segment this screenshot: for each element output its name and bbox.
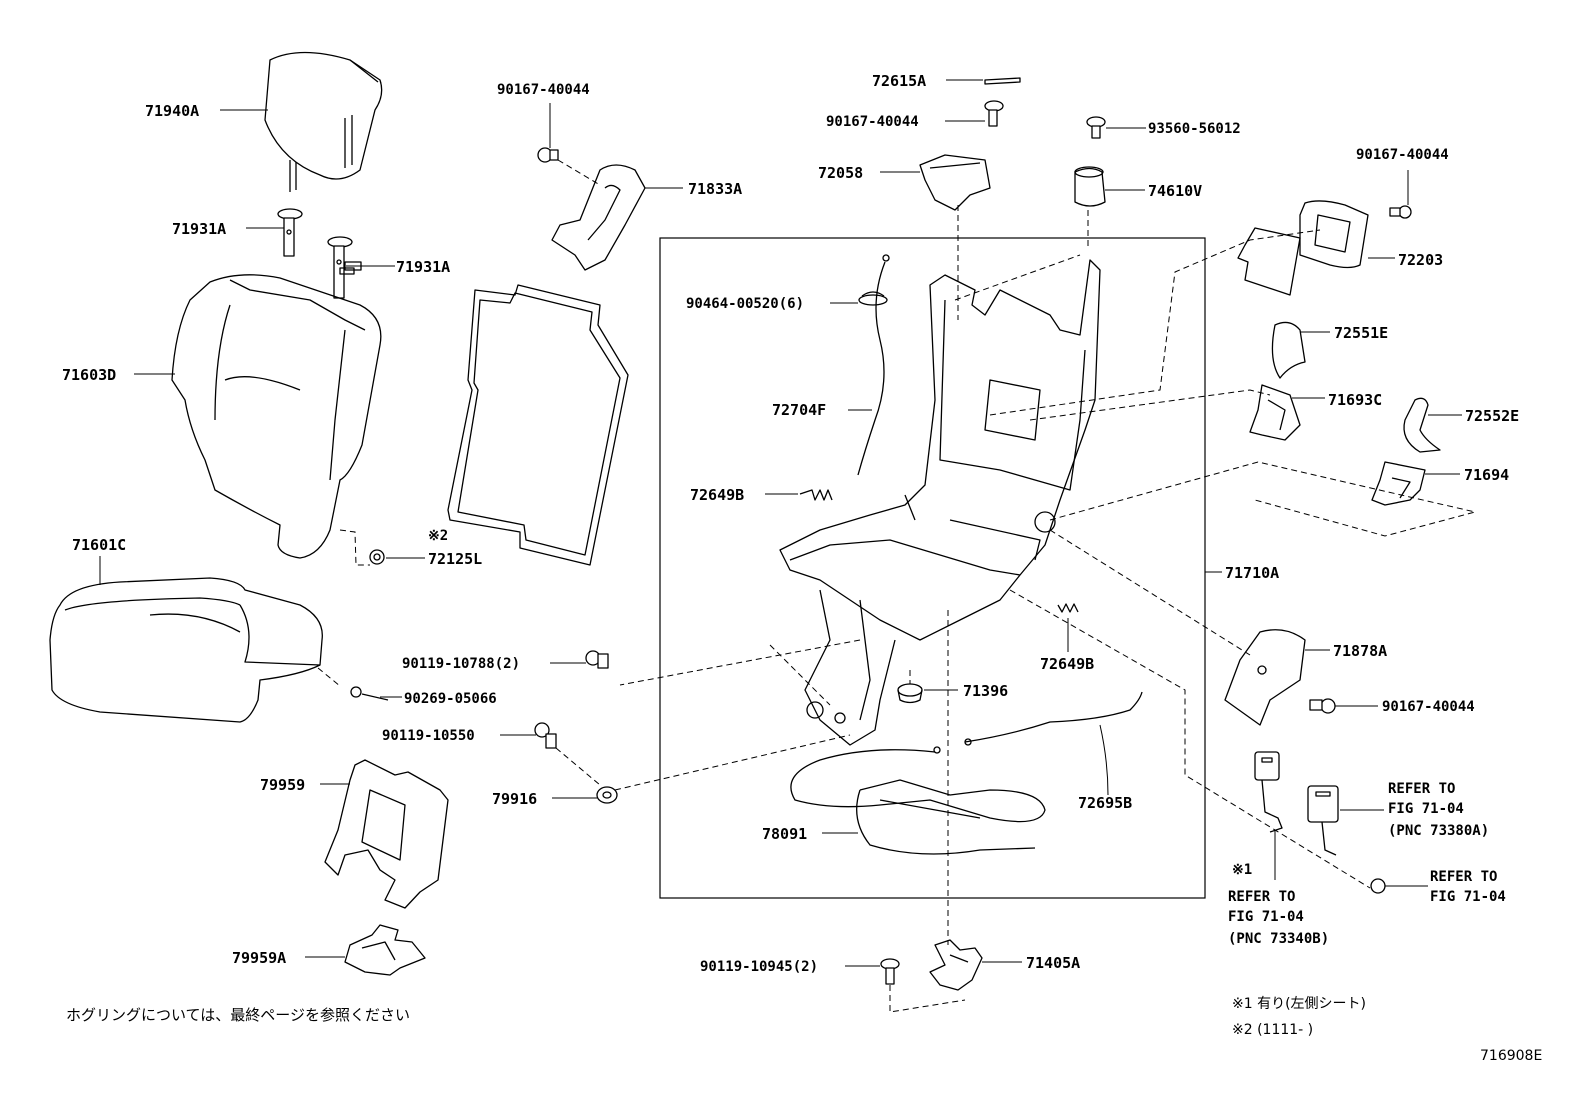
bolt-93560[interactable] [1086,116,1106,139]
label-93560: 93560-56012 [1148,121,1241,137]
refer-73380A-line2: FIG 71-04 [1388,801,1464,817]
bolt-90167-a[interactable] [537,147,559,163]
label-71878A: 71878A [1333,642,1387,660]
label-71693C: 71693C [1328,391,1382,409]
label-71931A-right: 71931A [396,258,450,276]
seat-cushion[interactable] [49,577,323,723]
bolt-90119-10945[interactable] [880,958,900,985]
label-71940A: 71940A [145,102,199,120]
clip-72125L[interactable] [369,549,385,565]
nut-refer[interactable] [1370,878,1386,894]
label-72125L: 72125L [428,550,482,568]
note-mark1: ※1 有り(左側シート) [1232,996,1366,1012]
note-hog-ring: ホグリングについては、最終ページを参照ください [66,1006,410,1024]
label-90119-10788: 90119-10788(2) [402,656,520,672]
spring-72649B-left[interactable] [799,489,833,501]
cover-72551E[interactable] [1271,321,1306,379]
label-71833A: 71833A [688,180,742,198]
label-79959A: 79959A [232,949,286,967]
label-90167-b: 90167-40044 [826,114,919,130]
label-72552E: 72552E [1465,407,1519,425]
note-mark2: ※2 (1111- ) [1232,1022,1313,1038]
label-71710A: 71710A [1225,564,1279,582]
headrest-part[interactable] [264,51,383,193]
nut-79916[interactable] [596,786,618,804]
cable-72695B[interactable] [964,691,1143,746]
refer-nut-line1: REFER TO [1430,869,1497,885]
bolt-90167-c[interactable] [1389,205,1412,219]
bracket-71833A[interactable] [551,164,646,271]
label-79916: 79916 [492,790,537,808]
panel-72203-gasket[interactable] [1237,227,1301,296]
refer-73340B-line2: FIG 71-04 [1228,909,1304,925]
label-72704F: 72704F [772,401,826,419]
seat-frame-71710A[interactable] [779,259,1101,746]
bumper-71396[interactable] [897,683,923,704]
label-90167-a: 90167-40044 [497,82,590,98]
cover-71693C[interactable] [1249,384,1301,441]
label-74610V: 74610V [1148,182,1202,200]
label-71694: 71694 [1464,466,1509,484]
cover-72203[interactable] [1299,200,1369,269]
frame-group-box [659,237,1206,899]
cable-72704F[interactable] [857,254,890,476]
bracket-79959A[interactable] [344,924,426,976]
label-72203: 72203 [1398,251,1443,269]
label-72695B: 72695B [1078,794,1132,812]
cover-71878A[interactable] [1224,629,1306,726]
label-90464: 90464-00520(6) [686,296,804,312]
pin-72615A[interactable] [984,77,1021,85]
label-72649B-right: 72649B [1040,655,1094,673]
cap-74610V[interactable] [1074,166,1106,207]
seat-back-board[interactable] [447,284,629,566]
label-71396: 71396 [963,682,1008,700]
bracket-79959[interactable] [324,759,449,909]
label-mark-1: ※1 [1232,862,1252,878]
label-90119-10550: 90119-10550 [382,728,475,744]
refer-73380A-line1: REFER TO [1388,781,1455,797]
spring-72649B-right[interactable] [1057,603,1079,613]
label-72058: 72058 [818,164,863,182]
bolt-90119-10788[interactable] [585,650,609,669]
refer-73340B-line3: (PNC 73340B) [1228,931,1329,947]
hogring-90464[interactable] [858,291,888,306]
refer-73340B-line1: REFER TO [1228,889,1295,905]
headrest-support-right[interactable] [327,236,353,299]
figure-id: 716908E [1480,1048,1542,1064]
cover-71694[interactable] [1371,461,1426,506]
label-79959: 79959 [260,776,305,794]
bolt-90167-b[interactable] [984,100,1004,127]
label-mark-2: ※2 [428,528,448,544]
label-71931A-left: 71931A [172,220,226,238]
bolt-90119-10550[interactable] [534,722,557,749]
label-72551E: 72551E [1334,324,1388,342]
refer-nut-line2: FIG 71-04 [1430,889,1506,905]
label-90167-d: 90167-40044 [1382,699,1475,715]
headrest-support-left[interactable] [277,208,303,257]
label-71603D: 71603D [62,366,116,384]
label-71601C: 71601C [72,536,126,554]
bolt-90269[interactable] [350,686,389,701]
label-90167-c: 90167-40044 [1356,147,1449,163]
seatbelt-buckle-right[interactable] [1307,785,1339,856]
bracket-71405A[interactable] [929,939,983,991]
label-90119-10945: 90119-10945(2) [700,959,818,975]
cover-72058[interactable] [919,154,991,211]
label-72649B-left: 72649B [690,486,744,504]
bolt-90167-d[interactable] [1309,698,1336,714]
label-78091: 78091 [762,825,807,843]
seatbelt-buckle-left[interactable] [1254,751,1283,880]
refer-73380A-line3: (PNC 73380A) [1388,823,1489,839]
cable-78091[interactable] [790,746,1046,855]
label-71405A: 71405A [1026,954,1080,972]
label-90269: 90269-05066 [404,691,497,707]
seat-back-cushion[interactable] [171,261,382,559]
label-72615A: 72615A [872,72,926,90]
cover-72552E[interactable] [1403,397,1441,453]
